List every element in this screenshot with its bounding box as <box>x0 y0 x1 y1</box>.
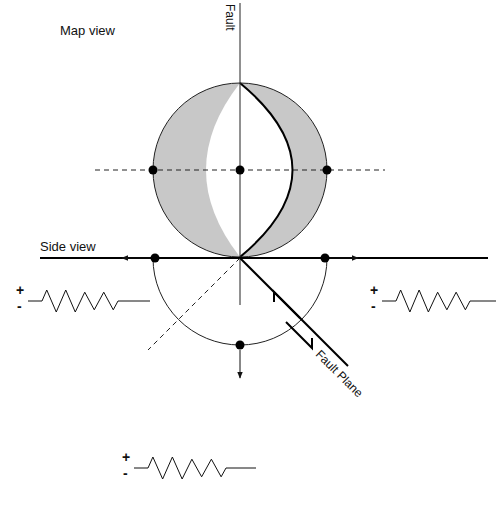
seismogram-trace <box>134 457 256 479</box>
seismogram-trace <box>382 290 496 312</box>
polarity-sign: + <box>370 283 378 297</box>
auxiliary-plane <box>148 258 240 350</box>
slip-arrow <box>274 292 300 318</box>
view-title: Side view <box>40 240 96 253</box>
side-view <box>40 254 488 379</box>
slip-arrow <box>286 322 312 348</box>
polarity-sign: + <box>16 283 24 297</box>
map-view <box>95 3 385 305</box>
polarity-sign: - <box>123 466 128 480</box>
seismograms <box>28 290 496 479</box>
ground-surface <box>40 257 488 259</box>
fault-plane-label: Fault Plane <box>314 348 365 399</box>
wave-front <box>153 258 327 345</box>
polarity-sign: - <box>17 299 22 313</box>
seismogram-trace <box>28 290 150 312</box>
polarity-sign: + <box>122 450 130 464</box>
fault-plane <box>240 258 348 366</box>
fault-label: Fault <box>224 4 236 31</box>
polarity-sign: - <box>371 299 376 313</box>
view-title: Map view <box>60 24 115 37</box>
